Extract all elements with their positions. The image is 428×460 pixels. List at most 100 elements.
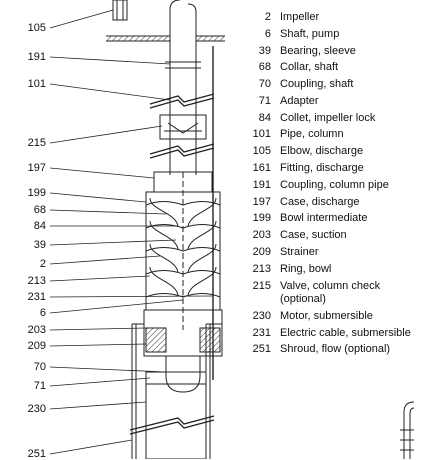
legend-number: 101 xyxy=(252,128,271,141)
legend-description: Coupling, shaft xyxy=(280,78,354,91)
well-slab xyxy=(106,35,225,42)
leader-line xyxy=(49,401,147,410)
callout-label: 197 xyxy=(27,162,46,174)
legend-number: 68 xyxy=(258,61,271,74)
legend-number: 209 xyxy=(252,245,271,258)
legend-description: Case, discharge xyxy=(280,195,360,208)
callout-label: 231 xyxy=(27,291,46,303)
legend-description: Electric cable, submersible xyxy=(280,326,411,339)
leader-line xyxy=(49,299,184,314)
legend-number: 197 xyxy=(252,195,271,208)
callout-label: 2 xyxy=(39,258,46,270)
legend-item: 197 Case, discharge xyxy=(238,196,424,210)
leader-line xyxy=(49,209,167,215)
legend-number: 230 xyxy=(252,309,271,322)
leader-line xyxy=(49,9,114,29)
legend-description: Bowl intermediate xyxy=(280,212,368,225)
legend-number: 84 xyxy=(258,111,271,124)
leader-line xyxy=(49,275,151,282)
leader-line xyxy=(49,239,177,246)
legend-description: Adapter xyxy=(280,94,319,107)
legend-item: 213 Ring, bowl xyxy=(238,263,424,277)
legend-number: 203 xyxy=(252,229,271,242)
leader-line xyxy=(49,439,133,455)
callout-label: 70 xyxy=(33,361,46,373)
legend-item: 84 Collet, impeller lock xyxy=(238,112,424,126)
legend-item: 230 Motor, submersible xyxy=(238,310,424,324)
submersible-motor xyxy=(129,371,215,459)
legend-number: 39 xyxy=(258,44,271,57)
callout-label: 215 xyxy=(27,137,46,149)
callout-label: 203 xyxy=(27,324,46,336)
callout-label: 105 xyxy=(27,22,46,34)
legend-description: Elbow, discharge xyxy=(280,145,364,158)
leader-line xyxy=(49,343,147,347)
legend-description: Motor, submersible xyxy=(280,309,373,322)
callout-label: 230 xyxy=(27,403,46,415)
legend-number: 71 xyxy=(258,94,271,107)
leader-line xyxy=(49,295,214,298)
legend-item: 71 Adapter xyxy=(238,95,424,109)
legend-description: Fitting, discharge xyxy=(280,162,364,175)
suction-strainer xyxy=(143,309,223,393)
legend-item: 251 Shroud, flow (optional) xyxy=(238,343,424,357)
callout-label: 213 xyxy=(27,275,46,287)
legend-description: Bearing, sleeve xyxy=(280,44,356,57)
discharge-fitting xyxy=(400,401,415,459)
callout-label: 191 xyxy=(27,51,46,63)
leader-line xyxy=(49,192,147,203)
legend-description: Shroud, flow (optional) xyxy=(280,343,391,356)
discharge-elbow xyxy=(112,0,197,62)
legend-description: Strainer xyxy=(280,245,319,258)
legend-item: 199 Bowl intermediate xyxy=(238,212,424,226)
legend-number: 251 xyxy=(252,343,271,356)
legend-description: Collet, impeller lock xyxy=(280,111,376,124)
callout-label: 199 xyxy=(27,187,46,199)
check-valve xyxy=(159,114,207,140)
legend-item: 191 Coupling, column pipe xyxy=(238,179,424,193)
legend-item: 231 Electric cable, submersible xyxy=(238,327,424,341)
legend-description: Ring, bowl xyxy=(280,262,332,275)
column-pipe xyxy=(149,61,215,175)
bowl-assembly xyxy=(145,171,221,330)
legend-number: 105 xyxy=(252,145,271,158)
legend-number: 199 xyxy=(252,212,271,225)
legend-number: 231 xyxy=(252,326,271,339)
legend-item: 105 Elbow, discharge xyxy=(238,145,424,159)
legend-number: 213 xyxy=(252,262,271,275)
legend-description: Collar, shaft xyxy=(280,61,339,74)
legend-description: Shaft, pump xyxy=(280,27,340,40)
legend-number: 161 xyxy=(252,162,271,175)
leader-line xyxy=(49,255,161,265)
legend-number: 70 xyxy=(258,78,271,91)
callout-label: 39 xyxy=(33,239,46,251)
callout-label: 71 xyxy=(33,380,46,392)
leader-line xyxy=(49,56,171,65)
legend-item: 70 Coupling, shaft xyxy=(238,78,424,92)
legend-description: Coupling, column pipe xyxy=(280,178,389,191)
legend-item: 68 Collar, shaft xyxy=(238,61,424,75)
callout-label: 101 xyxy=(27,78,46,90)
callout-label: 68 xyxy=(33,204,46,216)
legend-description: Pipe, column xyxy=(280,128,344,141)
legend-item: 209 Strainer xyxy=(238,246,424,260)
legend-number: 191 xyxy=(252,178,271,191)
leader-line xyxy=(49,83,171,101)
callout-label: 251 xyxy=(27,448,46,460)
legend-item: 101 Pipe, column xyxy=(238,128,424,142)
legend-item: 39 Bearing, sleeve xyxy=(238,45,424,59)
legend-description: Impeller xyxy=(280,11,320,23)
callout-label: 6 xyxy=(39,307,46,319)
legend-item: 161 Fitting, discharge xyxy=(238,162,424,176)
leader-line xyxy=(49,366,167,373)
callout-label: 84 xyxy=(33,220,46,232)
legend-description: Valve, column check (optional) xyxy=(280,279,381,306)
callout-label: 209 xyxy=(27,340,46,352)
